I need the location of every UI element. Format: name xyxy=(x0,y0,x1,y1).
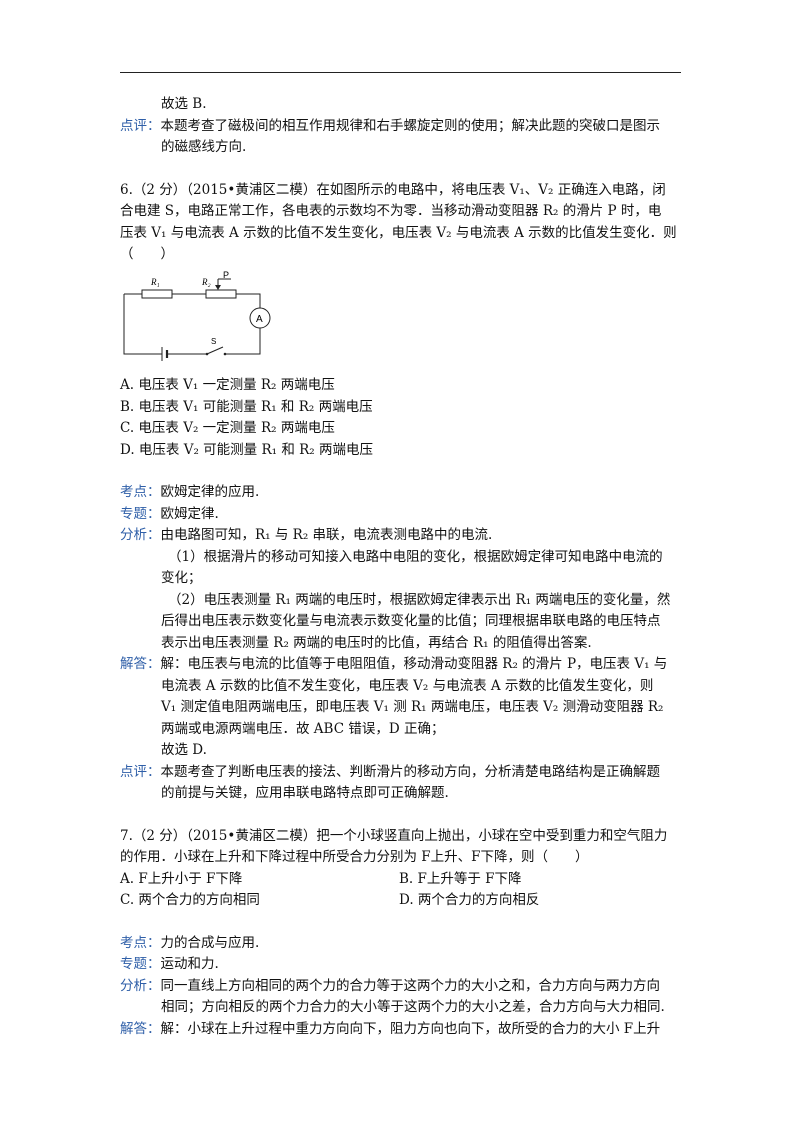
r2-label: R₂ xyxy=(201,277,211,287)
r1-label: R₁ xyxy=(150,277,160,287)
q6-jieda-1: 解答：解：电压表与电流的比值等于电阻阻值，移动滑动变阻器 R₂ 的滑片 P，电压… xyxy=(120,656,668,672)
prev-comment-line-2: 的磁感线方向. xyxy=(161,139,247,155)
q7-stem-line-2: 的作用．小球在上升和下降过程中所受合力分别为 F上升、F下降，则（ ） xyxy=(120,849,589,865)
q7-kaodian: 考点：力的合成与应用. xyxy=(120,934,260,951)
prev-comment-line-1: 点评：本题考查了磁极间的相互作用规律和右手螺旋定则的使用；解决此题的突破口是图示 xyxy=(120,117,660,134)
q7-option-c: C. 两个合力的方向相同 xyxy=(120,892,260,908)
circuit-diagram: R₁ R₂ P A S xyxy=(123,270,271,361)
q6-option-c: C. 电压表 V₂ 一定测量 R₂ 两端电压 xyxy=(120,420,335,436)
spacer xyxy=(120,159,682,180)
q6-fenxi-6: 表示出电压表测量 R₂ 两端的电压时的比值，再结合 R₁ 的阻值得出答案. xyxy=(161,634,592,651)
ammeter-icon xyxy=(249,307,271,328)
q7-option-a: A. F上升小于 F下降 xyxy=(120,870,243,887)
q6-stem-line-3: 压表 V₁ 与电流表 A 示数的比值不发生变化，电压表 V₂ 与电流表 A 示数… xyxy=(120,224,677,241)
q7-options-row-1: A. F上升小于 F下降 B. F上升等于 F下降 xyxy=(120,869,682,891)
q6-stem-line-1: 6.（2 分）（2015•黄浦区二模）在如图所示的电路中，将电压表 V₁、V₂ … xyxy=(120,181,666,198)
q6-jieda-3: V₁ 测定值电阻两端电压，即电压表 V₁ 测 R₁ 两端电压，电压表 V₂ 测滑… xyxy=(161,699,664,715)
spacer xyxy=(120,912,682,933)
q7-option-b: B. F上升等于 F下降 xyxy=(399,870,522,887)
q6-stem-line-4: （ ） xyxy=(120,246,174,262)
q7-zhuanti: 专题：运动和力. xyxy=(120,956,219,972)
q6-fenxi-5: 后得出电压表示数变化量与电流表示数变化量的比值；同理根据串联电路的电压特点 xyxy=(161,613,661,629)
comment-label: 点评： xyxy=(120,117,161,134)
q6-option-b: B. 电压表 V₁ 可能测量 R₁ 和 R₂ 两端电压 xyxy=(120,398,373,415)
q6-jieda-4: 两端或电源两端电压．故 ABC 错误，D 正确； xyxy=(161,720,445,737)
switch-label: S xyxy=(211,337,216,346)
q6-stem-line-2: 合电建 S，电路正常工作，各电表的示数均不为零．当移动滑动变阻器 R₂ 的滑片 … xyxy=(120,203,662,219)
q6-dianping-2: 的前提与关键，应用串联电路特点即可正确解题. xyxy=(161,785,449,801)
q7-option-d: D. 两个合力的方向相反 xyxy=(399,892,540,908)
q6-fenxi-1: 分析：由电路图可知，R₁ 与 R₂ 串联，电流表测电路中的电流. xyxy=(120,527,493,543)
q6-option-d: D. 电压表 V₂ 可能测量 R₁ 和 R₂ 两端电压 xyxy=(120,441,373,458)
slider-p-label: P xyxy=(223,270,229,280)
q6-jieda-2: 电流表 A 示数的比值不发生变化，电压表 V₂ 与电流表 A 示数的比值发生变化… xyxy=(161,677,654,694)
spacer xyxy=(120,461,682,482)
q7-stem-line-1: 7.（2 分）（2015•黄浦区二模）把一个小球竖直向上抛出，小球在空中受到重力… xyxy=(120,827,668,844)
q7-fenxi-1: 分析：同一直线上方向相同的两个力的合力等于这两个力的大小之和，合力方向与两力方向 xyxy=(120,977,660,994)
resistor-r2 xyxy=(205,289,237,298)
q7-fenxi-2: 相同；方向相反的两个力合力的大小等于这两个力的大小之差，合力方向与大力相同. xyxy=(161,999,665,1015)
prev-answer: 故选 B. xyxy=(161,96,207,112)
q6-jieda-5: 故选 D. xyxy=(161,742,207,758)
document-page: 故选 B. 点评：本题考查了磁极间的相互作用规律和右手螺旋定则的使用；解决此题的… xyxy=(120,94,682,1040)
resistor-r1 xyxy=(141,289,173,298)
spacer xyxy=(120,805,682,826)
q6-fenxi-2: （1）根据滑片的移动可知接入电路中电阻的变化，根据欧姆定律可知电路中电流的 xyxy=(168,548,663,565)
ammeter-label: A xyxy=(256,314,263,325)
q7-options-row-2: C. 两个合力的方向相同 D. 两个合力的方向相反 xyxy=(120,890,682,912)
q6-fenxi-3: 变化； xyxy=(161,570,202,586)
q6-kaodian: 考点：欧姆定律的应用. xyxy=(120,484,260,500)
q6-dianping-1: 点评：本题考查了判断电压表的接法、判断滑片的移动方向，分析清楚电路结构是正确解题 xyxy=(120,763,660,780)
q6-option-a: A. 电压表 V₁ 一定测量 R₂ 两端电压 xyxy=(120,377,335,393)
q7-jieda-1: 解答：解：小球在上升过程中重力方向向下，阻力方向也向下，故所受的合力的大小 F上… xyxy=(120,1020,661,1037)
header-rule xyxy=(120,72,681,73)
q6-zhuanti: 专题：欧姆定律. xyxy=(120,505,219,522)
switch-icon xyxy=(206,346,224,354)
q6-fenxi-4: （2）电压表测量 R₁ 两端的电压时，根据欧姆定律表示出 R₁ 两端电压的变化量… xyxy=(168,591,671,608)
